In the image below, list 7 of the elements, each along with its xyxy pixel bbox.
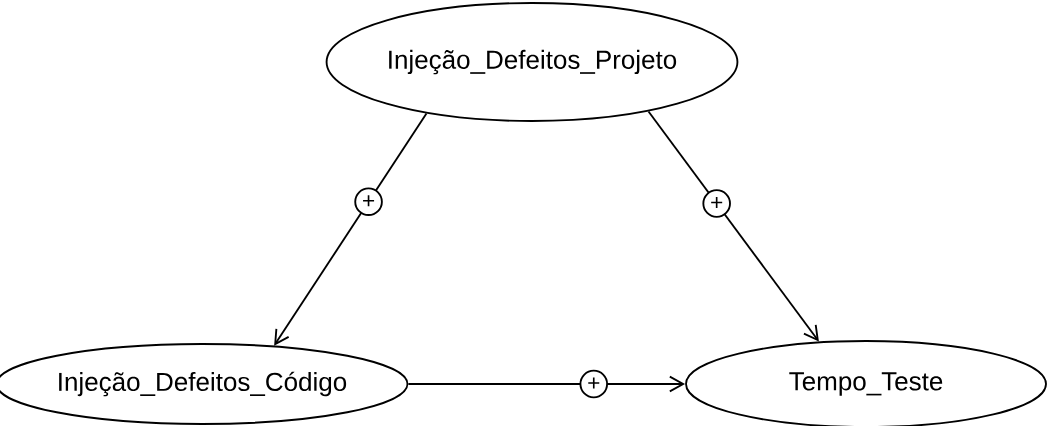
arrow bbox=[274, 112, 428, 346]
polarity-sign: + bbox=[702, 189, 731, 218]
arrow bbox=[407, 375, 686, 393]
polarity-sign: + bbox=[354, 187, 383, 216]
ellipse-node: Injeção_Defeitos_Projeto bbox=[325, 2, 739, 122]
polarity-sign: + bbox=[579, 369, 609, 399]
arrow bbox=[647, 110, 819, 342]
